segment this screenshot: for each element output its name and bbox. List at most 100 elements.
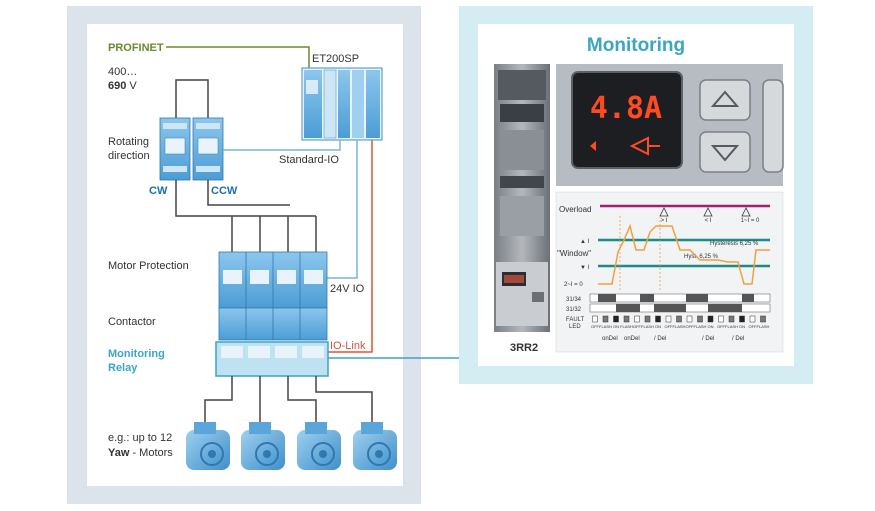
- fault-led-5-icon: [634, 315, 640, 323]
- et200sp-module: [301, 67, 383, 141]
- fault-led-13-state: OFF: [717, 324, 726, 329]
- delay-label-4: / Del: [702, 336, 714, 342]
- fault-led-label-bottom: LED: [569, 324, 581, 330]
- fault-led-11-state: FLASH: [694, 324, 707, 329]
- fault-led-2-icon: [602, 315, 609, 323]
- standard-io-line: [223, 140, 341, 151]
- monitoring-relay-label-bottom: Relay: [108, 362, 138, 374]
- monitoring-title: Monitoring: [587, 35, 685, 56]
- fault-led-16-state: OFF: [749, 324, 758, 329]
- fault-led-1-icon: [592, 315, 598, 323]
- side-button[interactable]: [762, 79, 784, 173]
- profinet-label: PROFINET: [108, 42, 164, 54]
- motors-label-bottom: Yaw - Motors: [108, 447, 173, 459]
- fault-led-9-icon: [676, 315, 682, 323]
- contactor-ccw: [192, 117, 224, 181]
- fault-led-4-icon: [623, 315, 630, 323]
- up-arrow-icon: [710, 90, 740, 107]
- bus-wire-top: [175, 180, 316, 217]
- relay-row-label-2: 31/32: [566, 307, 582, 313]
- down-arrow-icon: [710, 145, 740, 162]
- warning-label-1: > I: [661, 218, 668, 224]
- motor-wire-4: [315, 376, 373, 424]
- device-3rr2-label: 3RR2: [510, 342, 538, 354]
- hysteresis-label-1: Hysteresis 6,25 %: [710, 241, 759, 247]
- fault-led-6-state: FLASH: [641, 324, 654, 329]
- fault-led-3-state: ON: [613, 324, 619, 329]
- warning-triangle-3-icon: [741, 207, 751, 217]
- profinet-line: [166, 46, 310, 68]
- fault-led-10-state: OFF: [686, 324, 695, 329]
- current-display-image: 4.8A: [556, 64, 784, 186]
- fault-led-17-state: FLASH: [757, 324, 770, 329]
- device-stack: [215, 251, 329, 377]
- fault-led-17-icon: [760, 315, 766, 323]
- motor-icon-3: [297, 422, 341, 470]
- hysteresis-label-2: Hyst. 6,25 %: [684, 254, 719, 260]
- fault-led-15-icon: [739, 315, 745, 323]
- fault-led-10-icon: [686, 315, 693, 323]
- fault-led-16-icon: [749, 315, 756, 323]
- et200sp-label: ET200SP: [312, 53, 359, 65]
- relay-row-label-1: 31/34: [566, 297, 582, 303]
- overload-label: Overload: [559, 205, 591, 214]
- fault-led-label-top: FAULT: [566, 317, 585, 323]
- io-link-label: IO-Link: [330, 340, 366, 352]
- fault-led-11-icon: [697, 315, 703, 323]
- device-3rr2-image: [494, 64, 550, 332]
- motor-icon-1: [186, 422, 230, 470]
- warning-triangle-1-icon: [659, 207, 669, 217]
- zero-current-label: 2~I = 0: [564, 282, 583, 288]
- io-24v-line: [327, 140, 358, 279]
- fault-led-14-icon: [728, 315, 735, 323]
- fault-led-3-icon: [613, 315, 619, 323]
- rotating-label-top: Rotating: [108, 136, 149, 148]
- warning-triangle-2-icon: [703, 207, 713, 217]
- fault-led-13-icon: [718, 315, 724, 323]
- current-curve: [598, 223, 770, 285]
- fault-led-12-icon: [707, 315, 714, 323]
- ccw-label: CCW: [211, 185, 238, 197]
- current-display-value: 4.8A: [590, 91, 662, 126]
- voltage-label-top: 400…: [108, 66, 137, 78]
- supply-line: [175, 79, 209, 118]
- fault-led-9-state: FLASH: [673, 324, 686, 329]
- motor-icon-4: [353, 422, 397, 470]
- fault-led-8-state: OFF: [665, 324, 674, 329]
- display-arrow-icon: [590, 141, 596, 151]
- motor-wire-1: [204, 376, 233, 424]
- voltage-value: 690: [108, 80, 126, 92]
- fault-led-14-state: FLASH: [725, 324, 738, 329]
- down-button[interactable]: [699, 131, 751, 173]
- fault-led-15-state: ON: [739, 324, 745, 329]
- contactor-label: Contactor: [108, 316, 156, 328]
- delay-label-3: / Del: [654, 336, 666, 342]
- io-24v-label: 24V IO: [330, 283, 365, 295]
- warning-label-2: < I: [705, 218, 712, 224]
- delay-label-1: onDel: [602, 336, 618, 342]
- upper-threshold-marker: ▲ I: [580, 239, 590, 245]
- up-button[interactable]: [699, 79, 751, 121]
- rotating-label-bottom: direction: [108, 150, 150, 162]
- delay-label-2: onDel: [624, 336, 640, 342]
- fault-led-8-icon: [665, 315, 672, 323]
- motor-protection-label: Motor Protection: [108, 260, 189, 272]
- fault-led-7-icon: [655, 315, 661, 323]
- fault-led-2-state: FLASH: [599, 324, 612, 329]
- motor-wire-3: [287, 376, 317, 424]
- fault-led-1-state: OFF: [591, 324, 600, 329]
- motor-icon-2: [241, 422, 285, 470]
- bus-wire-second: [207, 180, 290, 206]
- cw-label: CW: [149, 185, 168, 197]
- fault-led-5-state: OFF: [633, 324, 642, 329]
- voltage-label-bottom: 690 V: [108, 80, 137, 92]
- fault-led-7-state: ON: [655, 324, 661, 329]
- io-link-line: [327, 140, 373, 353]
- motors-label-yaw: Yaw: [108, 447, 130, 459]
- delay-label-5: / Del: [732, 336, 744, 342]
- fault-led-4-state: FLASH: [620, 324, 633, 329]
- warning-label-3: 1~I = 0: [741, 218, 760, 224]
